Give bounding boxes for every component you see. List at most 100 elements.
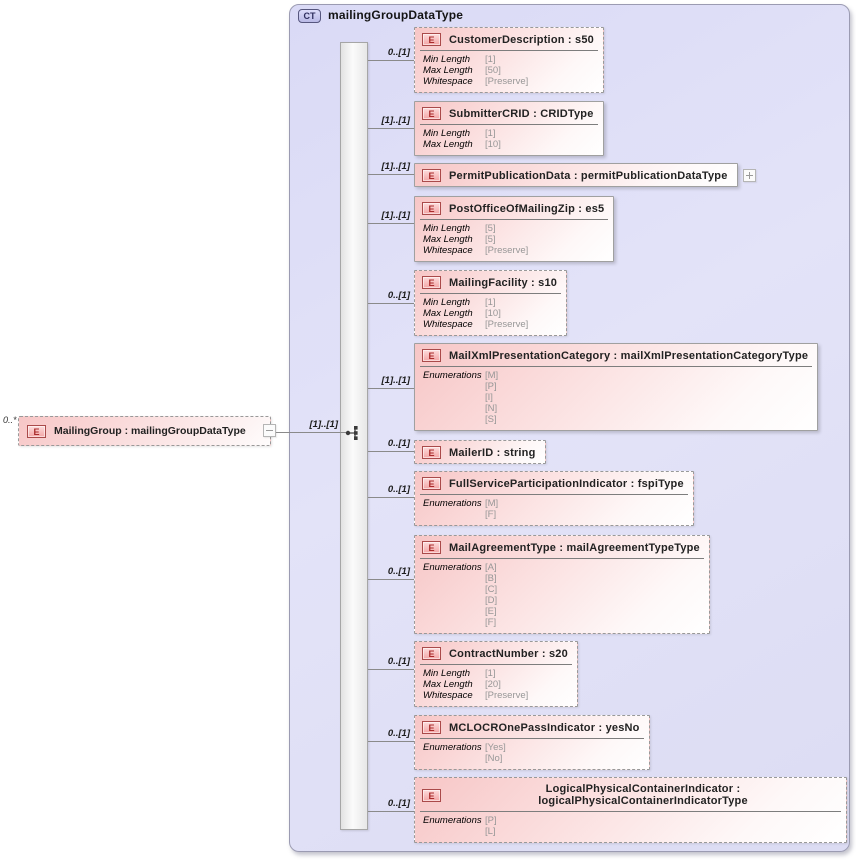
- element-header: E SubmitterCRID : CRIDType: [415, 102, 603, 124]
- facet-name: Max Length: [423, 139, 473, 150]
- complex-type-badge: CT: [298, 9, 321, 23]
- separator: [420, 293, 562, 294]
- facet-name: Whitespace: [423, 76, 473, 87]
- facet-list: Min Length[1]Max Length[20]Whitespace[Pr…: [415, 665, 577, 706]
- facet-values: [1]: [485, 54, 496, 65]
- connector-line: [368, 303, 414, 304]
- facet-values: [P][L]: [485, 815, 497, 837]
- connector-line: [368, 811, 414, 812]
- element-header: E MailingFacility : s10: [415, 271, 566, 293]
- facet-name: Max Length: [423, 234, 473, 245]
- facet-name: Enumerations: [423, 498, 482, 509]
- cardinality-label: 0..[1]: [387, 798, 410, 809]
- facet-values: [50]: [485, 65, 501, 76]
- facet-name: Min Length: [423, 297, 471, 308]
- facet-row: Enumerations[M][F]: [423, 498, 684, 520]
- element-title: FullServiceParticipationIndicator : fspi…: [449, 477, 684, 490]
- element-box[interactable]: E ContractNumber : s20 Min Length[1]Max …: [414, 641, 578, 707]
- element-box[interactable]: E FullServiceParticipationIndicator : fs…: [414, 471, 694, 526]
- element-box[interactable]: E CustomerDescription : s50 Min Length[1…: [414, 27, 604, 93]
- facet-list: Min Length [1] Max Length [10]: [415, 125, 603, 155]
- facet-values: [5]: [485, 234, 496, 245]
- facet-row: Enumerations[P][L]: [423, 815, 837, 837]
- cardinality-label: 0..[1]: [387, 47, 410, 58]
- element-icon: E: [422, 107, 441, 120]
- element-box[interactable]: E MailAgreementType : mailAgreementTypeT…: [414, 535, 710, 634]
- element-title: MailingFacility : s10: [449, 276, 558, 289]
- element-box[interactable]: E MailXmlPresentationCategory : mailXmlP…: [414, 343, 819, 431]
- cardinality-label: 0..[1]: [387, 566, 410, 577]
- cardinality-label: [1]..[1]: [381, 375, 411, 386]
- element-box[interactable]: E MCLOCROnePassIndicator : yesNo Enumera…: [414, 715, 650, 770]
- element-icon: E: [422, 169, 441, 182]
- sequence-bar: [340, 42, 368, 830]
- element-box[interactable]: E MailerID : string: [414, 440, 546, 464]
- separator: [420, 738, 644, 739]
- element-header: E MailXmlPresentationCategory : mailXmlP…: [415, 344, 817, 366]
- facet-list: Enumerations[Yes][No]: [415, 739, 649, 769]
- facet-name: Enumerations: [423, 562, 482, 573]
- facet-name: Min Length: [423, 668, 471, 679]
- element-box[interactable]: E PermitPublicationData : permitPublicat…: [414, 163, 756, 187]
- facet-list: Enumerations[A][B][C][D][E][F]: [415, 559, 709, 633]
- facet-row: Max Length[10]: [423, 308, 557, 319]
- facet-values: [10]: [485, 308, 501, 319]
- facet-values: [1]: [485, 128, 496, 139]
- element-box[interactable]: E LogicalPhysicalContainerIndicator : lo…: [414, 777, 847, 843]
- element-icon: E: [422, 477, 441, 490]
- element-icon: E: [422, 647, 441, 660]
- facet-row: Min Length [1]: [423, 128, 594, 139]
- facet-values: [10]: [485, 139, 501, 150]
- facet-name: Enumerations: [423, 742, 482, 753]
- facet-name: Max Length: [423, 679, 473, 690]
- facet-name: Whitespace: [423, 690, 473, 701]
- collapse-toggle-icon[interactable]: [263, 424, 276, 437]
- connector-line: [368, 128, 414, 129]
- element-header: E PostOfficeOfMailingZip : es5: [415, 197, 613, 219]
- element-icon: E: [27, 424, 46, 438]
- facet-row: Max Length [20]: [423, 679, 568, 690]
- facet-values: [Preserve]: [485, 245, 529, 256]
- element-header: E ContractNumber : s20: [415, 642, 577, 664]
- facet-name: Whitespace: [423, 245, 473, 256]
- complex-type-title: mailingGroupDataType: [328, 8, 464, 22]
- element-title: PermitPublicationData : permitPublicatio…: [449, 169, 728, 182]
- element-icon: E: [422, 788, 441, 802]
- facet-name: Min Length: [423, 128, 471, 139]
- facet-values: [5]: [485, 223, 496, 234]
- connector-line: [368, 497, 414, 498]
- facet-values: [20]: [485, 679, 501, 690]
- element-icon: E: [422, 541, 441, 554]
- element-header: E FullServiceParticipationIndicator : fs…: [415, 472, 693, 494]
- element-icon: E: [422, 721, 441, 734]
- element-icon: E: [422, 349, 441, 362]
- cardinality-label: 0..[1]: [387, 484, 410, 495]
- facet-values: [Preserve]: [485, 76, 529, 87]
- expand-toggle-icon[interactable]: [742, 169, 756, 182]
- element-box[interactable]: E MailingFacility : s10 Min Length[1]Max…: [414, 270, 568, 336]
- element-icon: E: [422, 446, 441, 459]
- root-element-box[interactable]: E MailingGroup : mailingGroupDataType: [18, 416, 276, 446]
- separator: [420, 219, 609, 220]
- element-title: MailerID : string: [449, 446, 536, 459]
- element-title: MCLOCROnePassIndicator : yesNo: [449, 721, 640, 734]
- element-box[interactable]: E PostOfficeOfMailingZip : es5 Min Lengt…: [414, 196, 615, 262]
- facet-name: Enumerations: [423, 815, 482, 826]
- element-title: MailXmlPresentationCategory : mailXmlPre…: [449, 349, 809, 362]
- facet-row: Whitespace[Preserve]: [423, 690, 568, 701]
- facet-row: Max Length [50]: [423, 65, 594, 76]
- facet-name: Whitespace: [423, 319, 473, 330]
- element-title: LogicalPhysicalContainerIndicator : logi…: [538, 783, 748, 807]
- element-box[interactable]: E SubmitterCRID : CRIDType Min Length [1]…: [414, 101, 604, 156]
- facet-name: Min Length: [423, 223, 471, 234]
- element-header: E MailAgreementType : mailAgreementTypeT…: [415, 536, 709, 558]
- cardinality-label: 0..[1]: [387, 290, 410, 301]
- separator: [420, 494, 688, 495]
- connector-line: [368, 60, 414, 61]
- element-title: MailAgreementType : mailAgreementTypeTyp…: [449, 541, 700, 554]
- separator: [420, 664, 572, 665]
- facet-row: Min Length[1]: [423, 297, 557, 308]
- connector-line: [368, 669, 414, 670]
- facet-name: Max Length: [423, 65, 473, 76]
- element-header: E PermitPublicationData : permitPublicat…: [415, 164, 737, 186]
